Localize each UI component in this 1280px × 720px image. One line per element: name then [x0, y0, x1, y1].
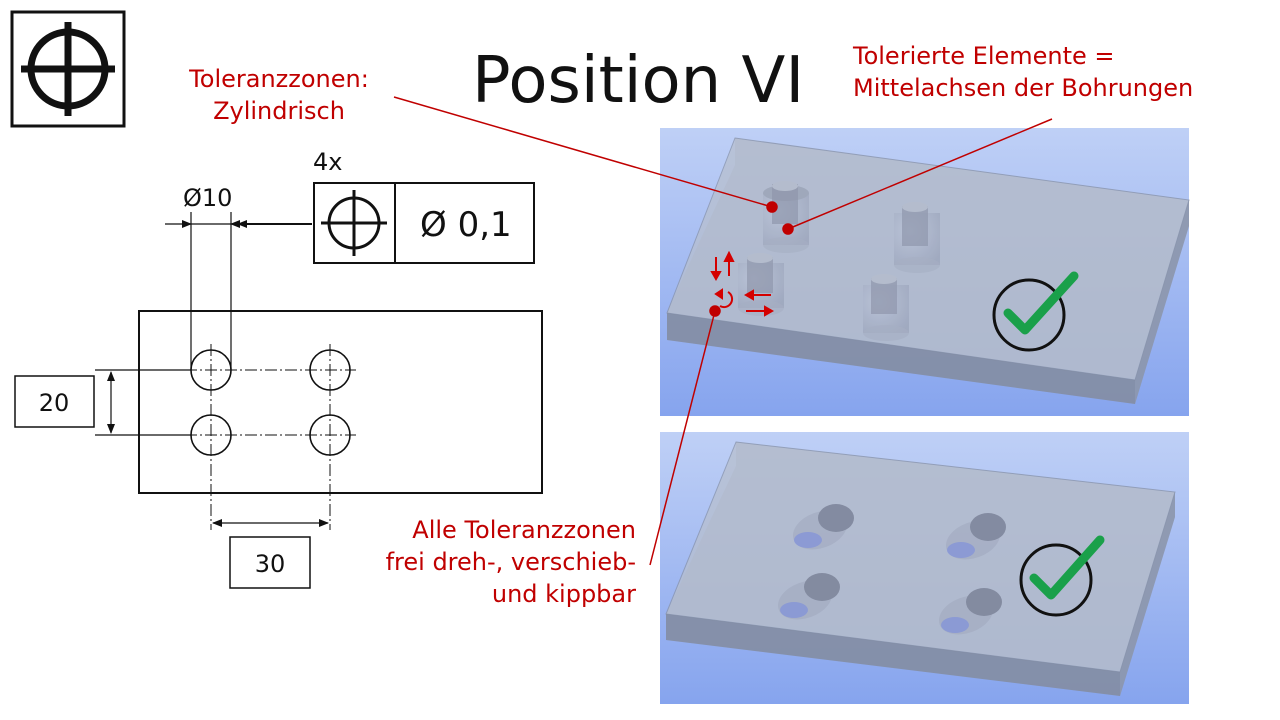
callout-elements-line-1: Tolerierte Elemente =	[853, 42, 1115, 70]
motion-arrows	[710, 250, 775, 317]
dim-20-label: 20	[39, 389, 70, 417]
callout-free: Alle Toleranzzonen frei dreh-, verschieb…	[386, 514, 636, 610]
diameter-dimension	[165, 212, 312, 370]
dim-20-box	[14, 375, 95, 428]
dim-30-label: 30	[255, 550, 286, 578]
feature-control-frame	[313, 182, 535, 264]
tolerance-value: Ø 0,1	[420, 205, 512, 245]
vertical-dimension	[95, 369, 191, 436]
callout-elements-line-2: Mittelachsen der Bohrungen	[853, 74, 1194, 102]
tilted-cylinders	[777, 504, 1006, 635]
callout-free-line-2: frei dreh-, verschieb-	[385, 548, 636, 576]
callout-elements: Tolerierte Elemente = Mittelachsen der B…	[853, 40, 1193, 104]
callout-zones-line-2: Zylindrisch	[213, 97, 345, 125]
center-lines	[185, 344, 356, 530]
checkmark-icon	[992, 271, 1079, 352]
callout-free-line-3: und kippbar	[491, 580, 636, 608]
hole-diameter-label: Ø10	[183, 184, 232, 212]
checkmark-icon	[1019, 535, 1105, 617]
dim-30-box	[229, 536, 311, 589]
count-label: 4x	[313, 148, 342, 176]
page-title: Position VI	[472, 44, 805, 118]
callout-free-line-1: Alle Toleranzzonen	[412, 516, 636, 544]
callout-zones-line-1: Toleranzzonen:	[189, 65, 369, 93]
callout-zones: Toleranzzonen: Zylindrisch	[181, 63, 377, 127]
part-outline	[138, 310, 543, 494]
